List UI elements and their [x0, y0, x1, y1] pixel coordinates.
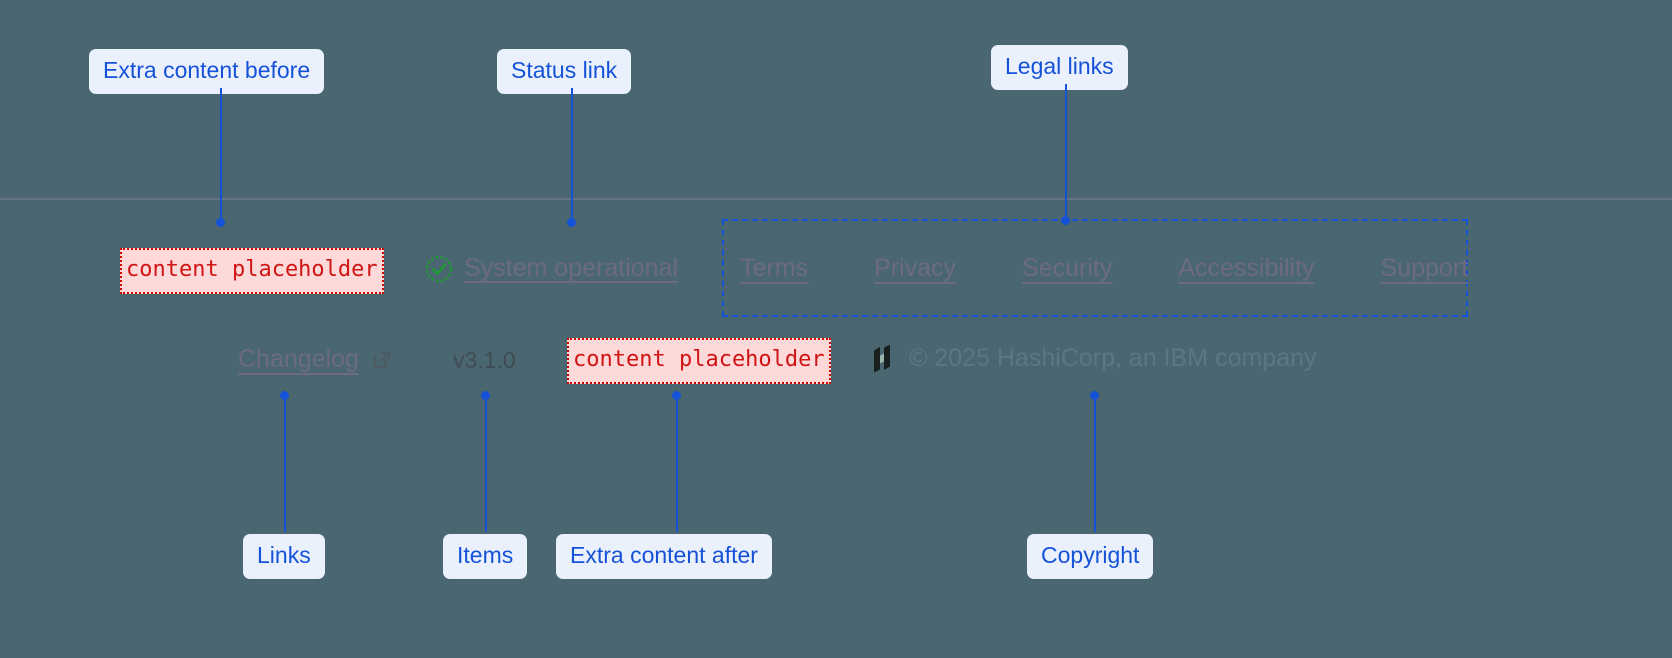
- leader-dot-status: [567, 218, 576, 227]
- leader-dot-links: [280, 391, 289, 400]
- copyright-block: © 2025 HashiCorp, an IBM company: [870, 344, 1317, 373]
- legal-link-security[interactable]: Security: [1022, 254, 1113, 282]
- leader-line-items: [485, 396, 487, 532]
- legal-link-terms[interactable]: Terms: [740, 254, 809, 282]
- version-label: v3.1.0: [453, 347, 516, 373]
- leader-line-status: [571, 88, 573, 222]
- status-link-label: System operational: [464, 254, 679, 282]
- leader-dot-extra-after: [672, 391, 681, 400]
- changelog-link[interactable]: Changelog: [238, 345, 394, 374]
- callout-status-link: Status link: [497, 49, 632, 94]
- legal-link-support[interactable]: Support: [1380, 254, 1469, 282]
- callout-copyright: Copyright: [1027, 534, 1154, 579]
- leader-line-extra-after: [676, 396, 678, 532]
- copyright-text: © 2025 HashiCorp, an IBM company: [909, 344, 1317, 372]
- changelog-label: Changelog: [238, 345, 359, 373]
- status-link[interactable]: System operational: [425, 254, 678, 283]
- callout-extra-content-after: Extra content after: [556, 534, 772, 579]
- callout-legal-links: Legal links: [991, 45, 1128, 90]
- leader-line-legal: [1065, 84, 1067, 220]
- leader-dot-items: [481, 391, 490, 400]
- leader-line-links: [284, 396, 286, 532]
- legal-link-privacy[interactable]: Privacy: [874, 254, 957, 282]
- leader-line-extra-before: [220, 88, 222, 222]
- hashicorp-logo: [870, 344, 897, 373]
- leader-line-copyright: [1094, 396, 1096, 532]
- footer-top-divider: [0, 198, 1672, 200]
- leader-dot-copyright: [1090, 391, 1099, 400]
- extra-content-after-slot: content placeholder: [567, 338, 831, 384]
- legal-links-highlight-box: [722, 219, 1468, 317]
- legal-link-accessibility[interactable]: Accessibility: [1178, 254, 1315, 282]
- callout-links: Links: [243, 534, 325, 579]
- callout-extra-content-before: Extra content before: [89, 49, 325, 94]
- check-circle-icon: [425, 255, 453, 283]
- leader-dot-extra-before: [216, 218, 225, 227]
- callout-items: Items: [443, 534, 528, 579]
- legal-links-group: Terms Privacy Security Accessibility Sup…: [740, 254, 1468, 283]
- extra-content-before-slot: content placeholder: [120, 248, 384, 294]
- external-link-icon: [370, 348, 394, 372]
